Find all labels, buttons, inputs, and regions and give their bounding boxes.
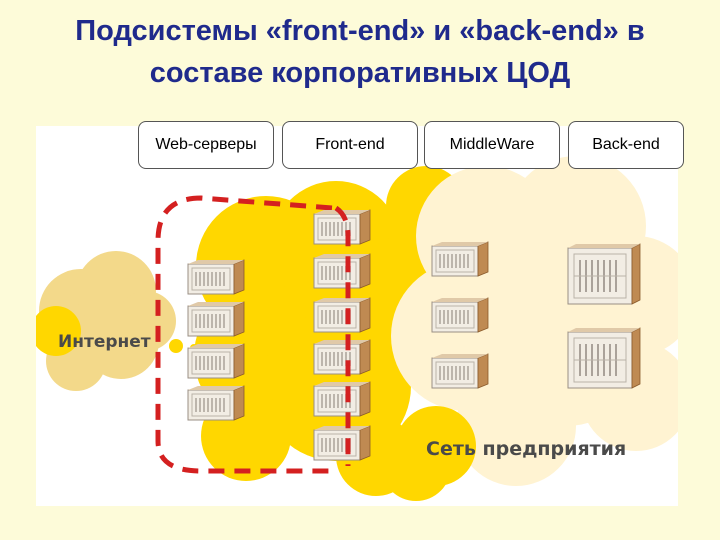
column-label-back-end: Back-end bbox=[568, 121, 684, 169]
middleware-servers bbox=[431, 241, 489, 389]
enterprise-network-label: Сеть предприятия bbox=[426, 438, 627, 460]
dashed-route-vertical bbox=[334, 205, 351, 466]
internet-cloud bbox=[36, 251, 176, 391]
column-label-web-servers: Web-серверы bbox=[138, 121, 274, 169]
slide-title: Подсистемы «front-end» и «back-end» в со… bbox=[0, 10, 720, 94]
column-label-front-end: Front-end bbox=[282, 121, 418, 169]
title-line-1: Подсистемы «front-end» и «back-end» в bbox=[75, 15, 645, 47]
datacenter-diagram: Интернет Сеть предприятия bbox=[36, 126, 678, 506]
internet-label: Интернет bbox=[58, 332, 151, 352]
column-label-middleware: MiddleWare bbox=[424, 121, 560, 169]
dashed-route bbox=[155, 195, 336, 474]
title-line-2: составе корпоративных ЦОД bbox=[149, 57, 571, 89]
